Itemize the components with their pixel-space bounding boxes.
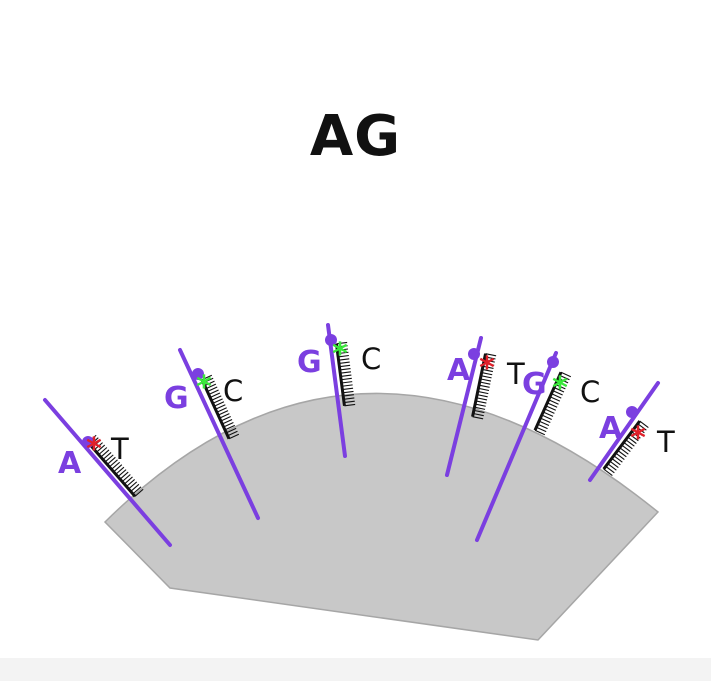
star-icon: *: [86, 432, 102, 467]
complement-ladder: [602, 420, 649, 476]
base-label: A: [599, 411, 623, 446]
attachment-dot: [468, 348, 480, 360]
template-strand: [178, 348, 260, 520]
cluster-2: G* C: [164, 348, 260, 520]
attachment-dot: [192, 368, 204, 380]
attachment-dot: [82, 436, 94, 448]
complement-ladder: [533, 371, 572, 436]
bead-surface: [103, 392, 660, 641]
cluster-6: A* T: [588, 381, 675, 482]
complement-ladder: [334, 341, 356, 407]
base-label: A: [447, 353, 471, 388]
cluster-1: A*T: [43, 398, 172, 547]
base-label: G: [522, 367, 547, 402]
complement-label: C: [223, 374, 243, 408]
star-icon: *: [196, 370, 212, 405]
attachment-dot: [626, 406, 638, 418]
attachment-dot: [325, 334, 337, 346]
star-icon: *: [552, 371, 568, 406]
star-icon: *: [479, 351, 495, 386]
base-label: G: [164, 381, 189, 416]
template-strand: [588, 381, 660, 482]
star-icon: *: [332, 337, 348, 372]
template-strand: [43, 398, 172, 547]
complement-ladder: [86, 434, 144, 498]
cluster-4: A* T: [445, 336, 525, 477]
cluster-3: G * C: [297, 323, 381, 458]
complement-label: T: [110, 432, 129, 466]
cluster-5: G*C: [475, 351, 600, 542]
diagram-title: AG: [309, 104, 402, 169]
complement-label: T: [506, 357, 525, 391]
star-icon: *: [630, 421, 646, 456]
complement-label: C: [361, 342, 381, 376]
complement-label: T: [656, 425, 675, 459]
template-strand: [445, 336, 483, 477]
complement-label: C: [580, 375, 600, 409]
base-label: A: [58, 446, 82, 481]
template-strand: [475, 351, 558, 542]
complement-ladder: [200, 374, 240, 440]
bottom-strip: [0, 658, 711, 681]
attachment-dot: [547, 356, 559, 368]
template-strand: [326, 323, 347, 458]
base-label: G: [297, 345, 322, 380]
complement-ladder: [471, 353, 497, 420]
